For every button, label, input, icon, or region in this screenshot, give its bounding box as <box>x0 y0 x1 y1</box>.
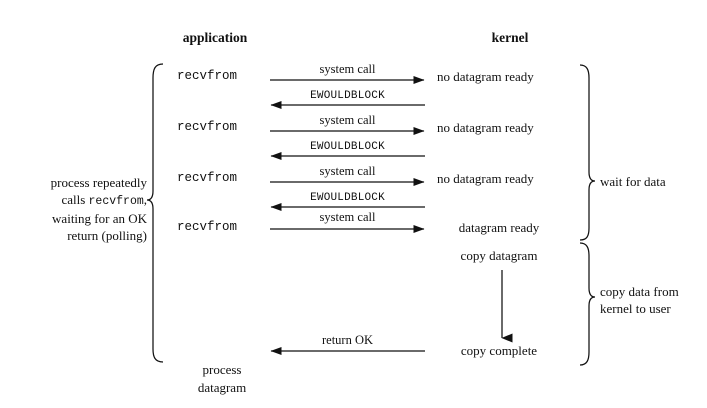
kernel-state-no-datagram-ready-3: no datagram ready <box>437 171 534 186</box>
left-process-note-line-1: process repeatedly <box>50 175 147 190</box>
right-note-copy-data-line-2: kernel to user <box>600 301 671 316</box>
left-process-note-line-4: return (polling) <box>67 228 147 243</box>
left-process-note-line-3: waiting for an OK <box>52 211 147 226</box>
arrow-label-ewouldblock-2: EWOULDBLOCK <box>310 141 385 153</box>
kernel-state-copy-complete: copy complete <box>460 343 538 358</box>
arrow-label-ewouldblock-1: EWOULDBLOCK <box>310 90 385 102</box>
arrow-label-system-call-2: system call <box>319 113 376 127</box>
app-result-line-2: datagram <box>197 380 247 395</box>
left-process-note-line-2-recvfrom: recvfrom <box>88 195 144 208</box>
arrow-label-system-call-3: system call <box>319 164 376 178</box>
right-note-copy-data-line-1: copy data from <box>600 284 679 299</box>
arrow-label-ewouldblock-3: EWOULDBLOCK <box>310 192 385 204</box>
kernel-state-no-datagram-ready-1: no datagram ready <box>437 69 534 84</box>
app-call-recvfrom-1: recvfrom <box>177 69 238 83</box>
app-call-recvfrom-4: recvfrom <box>177 220 238 234</box>
left-process-note: process repeatedly calls recvfrom, waiti… <box>12 174 147 244</box>
brace-left-process <box>146 63 164 363</box>
brace-right-wait-for-data <box>579 64 596 241</box>
app-call-recvfrom-2: recvfrom <box>177 120 238 134</box>
kernel-state-no-datagram-ready-2: no datagram ready <box>437 120 534 135</box>
app-call-recvfrom-3: recvfrom <box>177 171 238 185</box>
arrow-label-system-call-1: system call <box>319 62 376 76</box>
arrow-label-return-ok: return OK <box>321 333 374 347</box>
column-header-application: application <box>182 30 248 45</box>
kernel-state-copy-datagram: copy datagram <box>460 248 538 263</box>
kernel-state-datagram-ready: datagram ready <box>458 220 540 235</box>
arrow-label-system-call-4: system call <box>319 210 376 224</box>
left-process-note-line-2-prefix: calls <box>61 192 89 207</box>
right-note-wait-for-data: wait for data <box>600 174 666 189</box>
app-result-line-1: process <box>202 362 242 377</box>
right-note-copy-data: copy data from kernel to user <box>600 283 705 317</box>
app-result-process-datagram: process datagram <box>162 361 282 397</box>
brace-right-copy-data <box>579 242 596 366</box>
left-process-note-line-2-suffix: , <box>143 192 147 207</box>
column-header-kernel: kernel <box>491 30 529 45</box>
left-process-note-line-2: calls recvfrom, <box>12 191 147 210</box>
